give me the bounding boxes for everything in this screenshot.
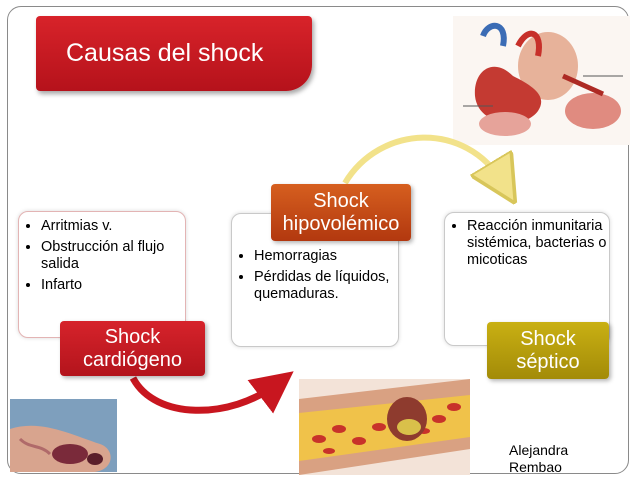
foot-wound-image: [10, 399, 117, 472]
card-cardiogenic-causes: Arritmias v. Obstrucción al flujo salida…: [18, 211, 186, 338]
slide-title: Causas del shock: [36, 16, 312, 91]
label-line: cardiógeno: [83, 348, 182, 371]
label-shock-cardiogenic: Shock cardiógeno: [60, 321, 205, 376]
author-last-name: Rembao: [509, 459, 562, 475]
arrow-hipo-to-septic: [342, 134, 503, 183]
heart-anatomy-image: [453, 16, 630, 145]
list-item: Obstrucción al flujo salida: [41, 239, 185, 273]
list-item: Pérdidas de líquidos, quemaduras.: [254, 269, 398, 303]
label-shock-septic: Shock séptico: [487, 322, 609, 379]
slide-title-text: Causas del shock: [66, 39, 264, 67]
list-item: Arritmias v.: [41, 218, 185, 235]
list-item: Reacción inmunitaria sistémica, bacteria…: [467, 218, 609, 269]
arrow-cardio-to-hipo: [129, 371, 294, 414]
label-line: hipovolémico: [282, 212, 400, 235]
label-line: séptico: [516, 350, 580, 373]
author-credit: Alejandra Rembao: [509, 442, 568, 476]
label-line: Shock: [313, 189, 369, 212]
label-line: Shock: [104, 325, 161, 348]
list-item: Hemorragias: [254, 248, 398, 265]
label-line: Shock: [520, 327, 576, 350]
blood-vessel-image: [299, 379, 470, 475]
list-item: Infarto: [41, 277, 185, 294]
label-shock-hypovolemic: Shock hipovolémico: [271, 184, 411, 241]
author-first-name: Alejandra: [509, 442, 569, 458]
